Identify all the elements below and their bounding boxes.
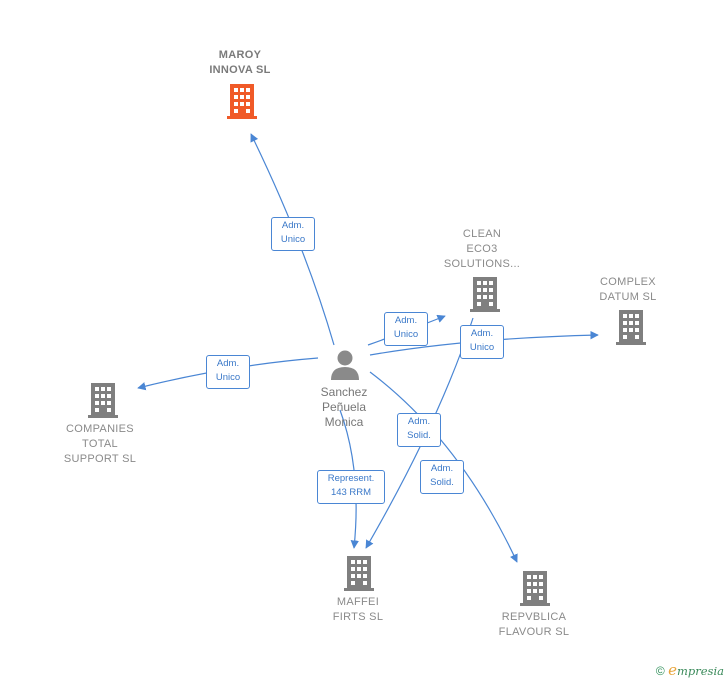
edge-label-clean: Adm. Unico: [384, 312, 428, 346]
edge-label-maffei-rep: Represent. 143 RRM: [317, 470, 385, 504]
empresia-credit[interactable]: © empresia: [656, 661, 724, 679]
brand-name: mpresia: [676, 664, 724, 678]
building-icon-maroy: [227, 84, 257, 119]
building-icon-clean: [470, 277, 500, 312]
person-icon: [331, 350, 359, 380]
edge-label-solid-2: Adm. Solid.: [420, 460, 464, 494]
building-icon-repvblica: [520, 571, 550, 606]
node-label-repvblica[interactable]: REPVBLICA FLAVOUR SL: [498, 611, 570, 638]
edge-label-companies: Adm. Unico: [206, 355, 250, 389]
edge-line-solid-repvblica: [369, 371, 518, 563]
node-label-maroy[interactable]: MAROY INNOVA SL: [209, 49, 271, 76]
node-label-companies[interactable]: COMPANIES TOTAL SUPPORT SL: [63, 423, 137, 465]
brand-initial: e: [668, 661, 677, 679]
edge-label-solid-1: Adm. Solid.: [397, 413, 441, 447]
building-icon-companies: [88, 383, 118, 418]
building-icon-maffei: [344, 556, 374, 591]
node-label-maffei[interactable]: MAFFEI FIRTS SL: [332, 596, 384, 623]
node-label-clean[interactable]: CLEAN ECO3 SOLUTIONS...: [443, 228, 521, 270]
edge-label-complex: Adm. Unico: [460, 325, 504, 359]
copyright-icon: ©: [655, 664, 665, 678]
edge-label-maroy: Adm. Unico: [271, 217, 315, 251]
node-label-person[interactable]: Sanchez Peñuela Monica: [320, 385, 368, 429]
building-icon-complex: [616, 310, 646, 345]
node-label-complex[interactable]: COMPLEX DATUM SL: [599, 276, 657, 303]
